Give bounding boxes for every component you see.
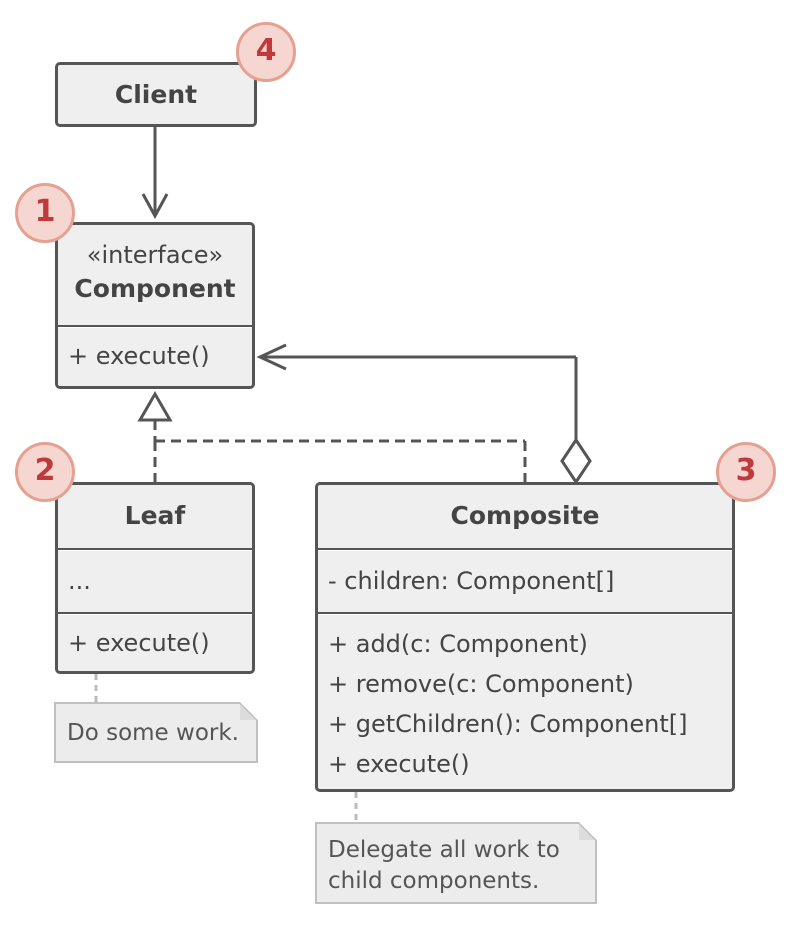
realization-triangle (137, 390, 173, 422)
leaf-note: Do some work. (54, 702, 258, 763)
badge-1: 1 (15, 183, 75, 243)
composite-note: Delegate all work to child components. (315, 822, 597, 904)
component-method: + execute() (58, 325, 252, 386)
component-title: Component (74, 274, 236, 303)
aggregation-arrowhead (256, 343, 287, 371)
badge-3: 3 (716, 442, 776, 502)
composite-note-line-1: Delegate all work to (328, 837, 560, 863)
client-arrowhead (141, 193, 169, 220)
badge-2: 2 (15, 442, 75, 502)
composite-methods: + add(c: Component) + remove(c: Componen… (318, 612, 732, 789)
composite-method-get-children: + getChildren(): Component[] (328, 710, 688, 738)
component-header: «interface» Component (58, 225, 252, 325)
composite-note-line-2: child components. (328, 868, 540, 894)
composite-box: Composite - children: Component[] + add(… (315, 482, 735, 792)
component-box: «interface» Component + execute() (55, 222, 255, 389)
composite-title: Composite (450, 501, 600, 530)
composite-field: - children: Component[] (318, 548, 732, 612)
composite-method-remove: + remove(c: Component) (328, 670, 634, 698)
badge-4: 4 (236, 22, 296, 82)
aggregation-diamond (560, 437, 592, 485)
composite-method-add: + add(c: Component) (328, 630, 588, 658)
leaf-method: + execute() (58, 612, 252, 671)
leaf-field: ... (58, 548, 252, 612)
component-stereotype: «interface» (86, 241, 224, 269)
leaf-note-text: Do some work. (67, 720, 239, 746)
leaf-title: Leaf (124, 501, 186, 530)
note-fold-icon (579, 822, 597, 840)
composite-method-execute: + execute() (328, 750, 470, 778)
client-box: Client (55, 62, 257, 127)
note-fold-icon (240, 702, 258, 720)
leaf-box: Leaf ... + execute() (55, 482, 255, 674)
client-title: Client (114, 80, 198, 109)
